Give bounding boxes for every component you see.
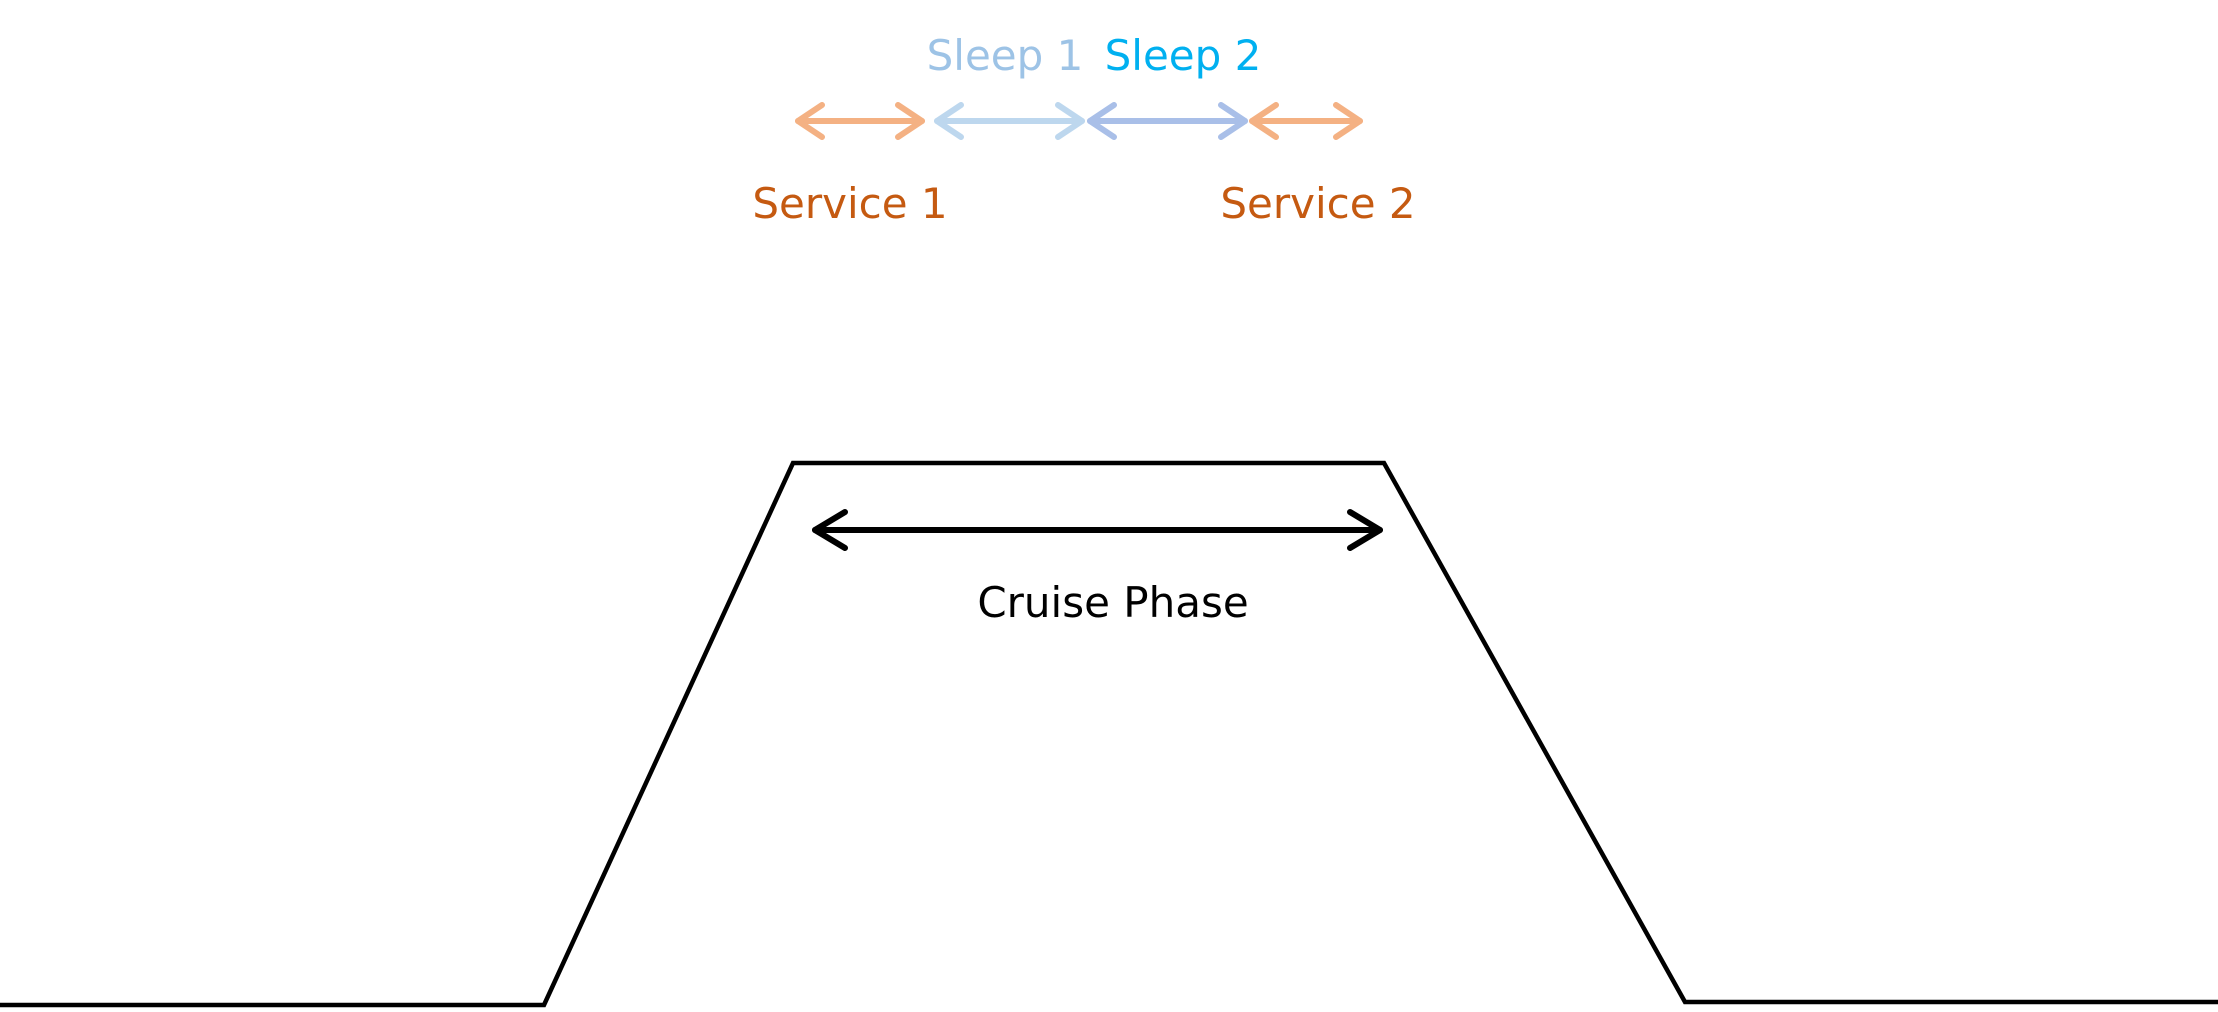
sleep-1-label: Sleep 1 [927,31,1084,80]
sleep-1-arrow-icon [934,102,1085,140]
service-2-arrow-icon [1249,102,1363,140]
sleep-2-label: Sleep 2 [1105,31,1262,80]
flight-profile-line [0,460,2218,1008]
cruise-phase-arrow-icon [812,509,1383,551]
service-2-label: Service 2 [1220,179,1415,228]
service-1-label: Service 1 [752,179,947,228]
service-1-arrow-icon [795,102,925,140]
sleep-2-arrow-icon [1087,102,1248,140]
cruise-phase-label: Cruise Phase [977,578,1248,627]
